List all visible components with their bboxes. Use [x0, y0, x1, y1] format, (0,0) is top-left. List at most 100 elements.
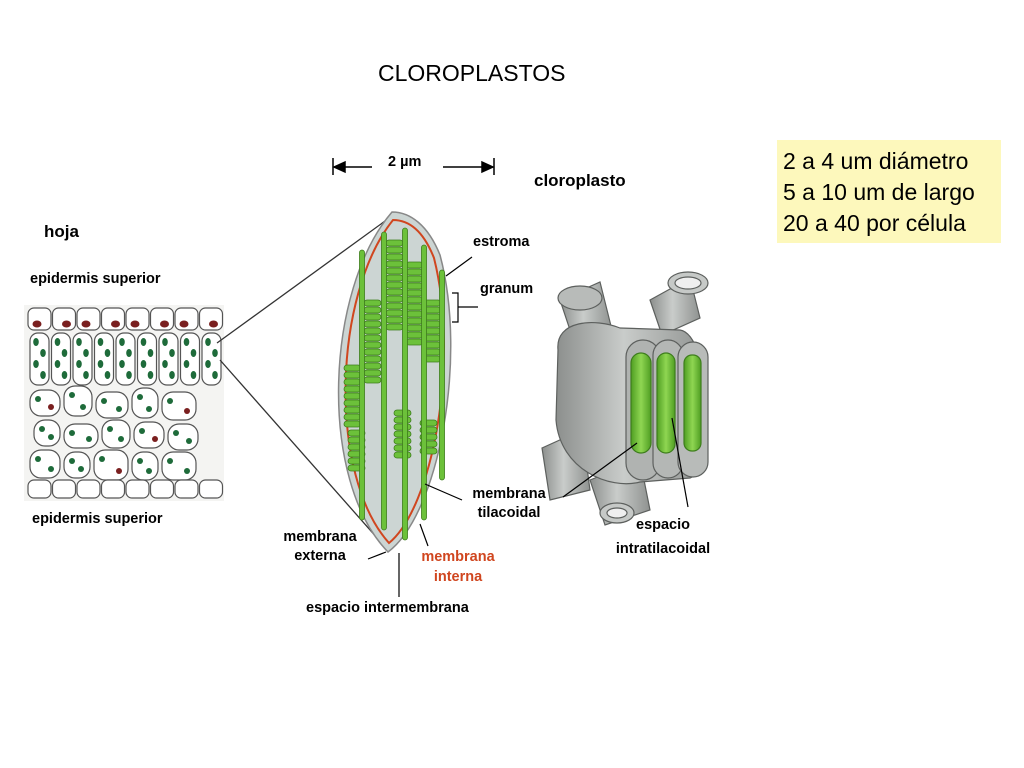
- thylakoid-disc: [343, 364, 362, 372]
- thylakoid-disc: [385, 323, 404, 331]
- thylakoid-disc: [385, 316, 404, 324]
- leaf-chloroplast: [137, 394, 143, 400]
- spongy-cell: [133, 421, 165, 449]
- label-membrana-interna-1: membrana: [421, 549, 495, 565]
- thylakoid-disc: [385, 281, 404, 289]
- scale-bar-label: 2 µm: [388, 154, 422, 170]
- thylakoid-disc: [363, 327, 382, 335]
- leaf-chloroplast: [99, 456, 105, 462]
- leaf-chloroplast: [35, 396, 41, 402]
- spongy-cell: [93, 449, 129, 481]
- leaf-chloroplast: [97, 360, 104, 368]
- leaf-chloroplast: [146, 468, 152, 474]
- spongy-cell: [161, 451, 197, 481]
- spongy-cell: [167, 423, 199, 451]
- leaf-chloroplast: [167, 458, 173, 464]
- leaf-chloroplast: [39, 426, 45, 432]
- spongy-cell: [131, 451, 159, 481]
- thylakoid-disc: [405, 289, 424, 297]
- leaf-chloroplast: [205, 338, 211, 346]
- fact-length: 5 a 10 um de largo: [783, 179, 975, 205]
- leaf-chloroplast: [80, 404, 86, 410]
- leaf-chloroplast: [126, 349, 132, 357]
- cell-nucleus: [179, 320, 189, 328]
- stroma-lamella: [359, 249, 365, 521]
- stroma-lamella: [402, 227, 408, 541]
- thylakoid-disc: [385, 260, 404, 268]
- leaf-chloroplast: [48, 404, 54, 410]
- leaf-chloroplast: [33, 338, 39, 346]
- label-hoja: hoja: [44, 222, 79, 241]
- label-espacio-intermembrana: espacio intermembrana: [306, 600, 469, 616]
- leaf-chloroplast: [212, 371, 218, 379]
- thylakoid-disc: [405, 331, 424, 339]
- epidermis-cell: [174, 479, 199, 499]
- label-epidermis-top: epidermis superior: [30, 271, 161, 287]
- leaf-chloroplast: [140, 360, 147, 368]
- thylakoid-disc: [385, 302, 404, 310]
- spongy-cell: [101, 419, 131, 449]
- thylakoid-disc: [385, 288, 404, 296]
- palisade-cell: [179, 332, 201, 386]
- leaf-chloroplast: [147, 349, 154, 357]
- cell-nucleus: [209, 320, 218, 328]
- epidermis-cell: [198, 479, 224, 499]
- thylakoid-disc: [343, 385, 362, 393]
- label-espacio-intratilacoidal-1: espacio: [636, 517, 690, 533]
- leaf-chloroplast: [116, 406, 122, 412]
- thylakoid-disc: [405, 268, 424, 276]
- spongy-cell: [131, 387, 159, 419]
- leaf-chloroplast: [35, 456, 41, 462]
- thylakoid-disc: [363, 313, 382, 321]
- thylakoid-disc: [385, 253, 404, 261]
- thylakoid-disc: [385, 267, 404, 275]
- thylakoid-disc: [385, 309, 404, 317]
- epidermis-cell: [100, 479, 126, 499]
- cell-nucleus: [62, 320, 71, 328]
- leaf-chloroplast: [169, 371, 175, 379]
- leaf-chloroplast: [140, 338, 147, 346]
- leaf-chloroplast: [76, 338, 82, 346]
- thylakoid-disc: [363, 334, 382, 342]
- spongy-cell: [95, 391, 129, 419]
- leaf-chloroplast: [54, 338, 61, 346]
- label-membrana-tilacoidal-1: membrana: [472, 486, 546, 502]
- palisade-cell: [201, 332, 222, 386]
- leaf-chloroplast: [184, 408, 190, 414]
- epidermis-cell: [149, 479, 175, 499]
- leaf-chloroplast: [205, 360, 211, 368]
- thylakoid-disc: [343, 378, 362, 386]
- spongy-cell: [63, 451, 91, 479]
- leaf-chloroplast: [162, 338, 168, 346]
- granum-3d-model: [541, 271, 709, 526]
- leaf-chloroplast: [61, 349, 68, 357]
- leaf-chloroplast: [40, 371, 46, 379]
- epidermis-cell: [27, 479, 52, 499]
- thylakoid-disc: [385, 295, 404, 303]
- leaf-chloroplast: [126, 371, 132, 379]
- page-title: CLOROPLASTOS: [378, 60, 566, 86]
- leaf-chloroplast: [97, 338, 104, 346]
- fact-count: 20 a 40 por célula: [783, 210, 966, 236]
- leaf-chloroplast: [162, 360, 168, 368]
- leaf-chloroplast: [190, 349, 197, 357]
- spongy-cell: [63, 423, 99, 449]
- thylakoid-disc: [343, 413, 362, 421]
- thylakoid-disc: [363, 299, 382, 307]
- thylakoid-disc: [363, 355, 382, 363]
- leaf-chloroplast: [54, 360, 61, 368]
- facts-box: 2 a 4 um diámetro 5 a 10 um de largo 20 …: [777, 140, 1001, 243]
- thylakoid-disc: [405, 261, 424, 269]
- leaf-chloroplast: [116, 468, 122, 474]
- epidermis-cell: [76, 479, 101, 499]
- cell-nucleus: [130, 320, 140, 328]
- stroma-lamella: [381, 231, 387, 531]
- label-epidermis-bottom: epidermis superior: [32, 511, 163, 527]
- label-espacio-intratilacoidal-2: intratilacoidal: [615, 541, 711, 557]
- thylakoid-disc: [405, 310, 424, 318]
- thylakoid-disc: [363, 306, 382, 314]
- thylakoid-disc: [405, 303, 424, 311]
- leaf-chloroplast: [40, 349, 46, 357]
- leaf-chloroplast: [169, 349, 175, 357]
